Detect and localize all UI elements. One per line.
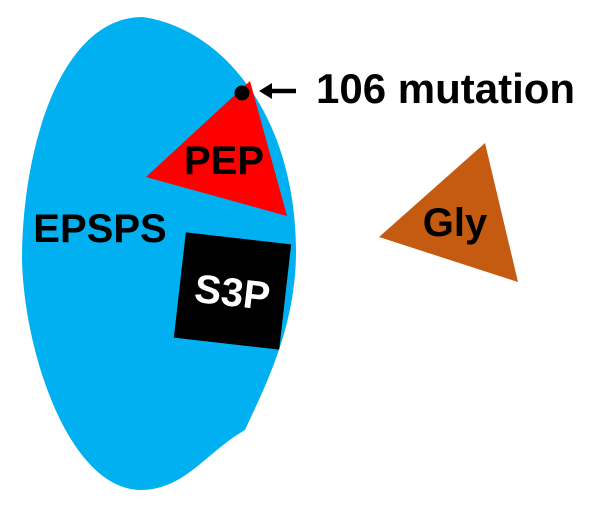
gly-label: Gly [423, 201, 488, 245]
s3p-substrate-shape [173, 232, 292, 350]
mutation-site-dot [234, 85, 250, 101]
mutation-arrow-head [259, 83, 272, 99]
epsps-label: EPSPS [33, 207, 166, 251]
mutation-annotation-label: 106 mutation [316, 65, 575, 112]
s3p-substrate-group: S3P [173, 232, 292, 350]
s3p-label: S3P [192, 267, 272, 319]
pep-label: PEP [184, 139, 264, 183]
mutation-arrow-icon [259, 83, 296, 99]
gly-glyphosate-shape [379, 143, 518, 282]
pep-substrate-shape [146, 81, 287, 216]
